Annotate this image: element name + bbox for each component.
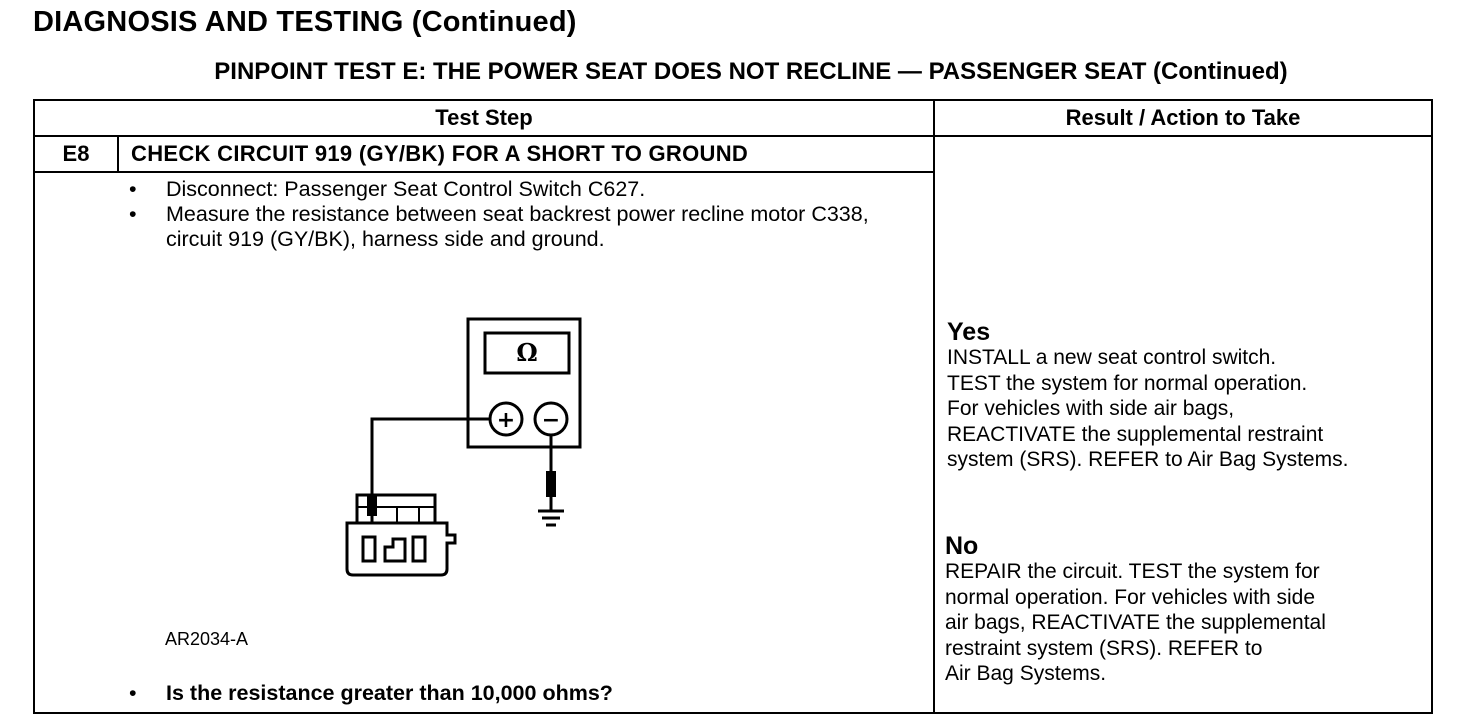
result-no-label: No [945,532,979,560]
result-yes-line: INSTALL a new seat control switch. [947,346,1277,369]
step-question: Is the resistance greater than 10,000 oh… [127,681,613,706]
result-yes-line: system (SRS). REFER to Air Bag Systems. [947,448,1349,471]
svg-text:−: − [542,408,560,433]
result-no-line: Air Bag Systems. [945,662,1107,685]
step-title-divider [35,171,933,173]
header-test-step: Test Step [435,105,533,130]
positive-test-lead [370,417,490,496]
pinpoint-test-table: Test Step Result / Action to Take E8 CHE… [33,99,1433,714]
result-no-line: air bags, REACTIVATE the supplemental [945,611,1326,634]
result-yes-line: For vehicles with side air bags, [947,397,1235,420]
instruction-item: Measure the resistance between seat back… [127,202,887,252]
result-no-line: REPAIR the circuit. TEST the system for [945,560,1320,583]
page-title: DIAGNOSIS AND TESTING (Continued) [33,6,577,38]
result-no-line: restraint system (SRS). REFER to [945,636,1263,660]
instruction-item: Disconnect: Passenger Seat Control Switc… [127,177,887,202]
step-instructions: Disconnect: Passenger Seat Control Switc… [127,177,887,252]
connector-c338-icon [345,493,457,577]
step-title: CHECK CIRCUIT 919 (GY/BK) FOR A SHORT TO… [131,141,749,166]
header-result-action: Result / Action to Take [1065,105,1301,130]
ohm-symbol: Ω [516,338,537,367]
negative-probe [546,471,556,497]
svg-text:+: + [497,408,515,433]
result-yes: Yes INSTALL a new seat control switch. T… [947,319,1427,473]
step-id-divider [117,137,119,171]
pinpoint-test-title: PINPOINT TEST E: THE POWER SEAT DOES NOT… [214,58,1288,85]
result-yes-line: TEST the system for normal operation. [947,371,1308,395]
column-divider [933,101,935,712]
result-yes-label: Yes [947,318,991,346]
header-divider [35,135,1431,137]
ohmmeter-diagram: Ω + − [345,317,582,577]
ohmmeter-display [483,331,571,375]
ohmmeter-body [466,317,582,449]
result-no: No REPAIR the circuit. TEST the system f… [945,533,1425,687]
result-yes-line: REACTIVATE the supplemental restraint [947,422,1324,446]
ground-icon [538,509,564,527]
result-no-line: normal operation. For vehicles with side [945,585,1316,609]
figure-id: AR2034-A [165,629,249,649]
step-id: E8 [62,141,90,166]
